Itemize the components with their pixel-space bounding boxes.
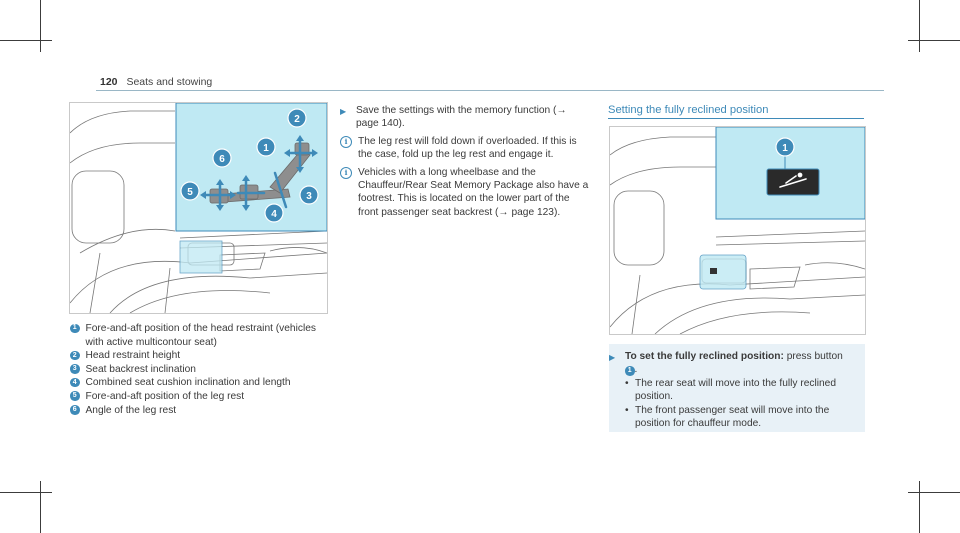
legend-text: Angle of the leg rest — [85, 404, 177, 416]
legend-number: 3 — [70, 364, 80, 374]
recline-seat-icon — [779, 172, 807, 188]
section-title: Seats and stowing — [126, 76, 213, 88]
legend-text: Combined seat cushion inclination and le… — [85, 377, 291, 389]
legend-text: Fore-and-aft position of the head restra… — [85, 323, 316, 348]
highlight-button-area — [179, 240, 223, 274]
bullet-item: • The rear seat will move into the fully … — [625, 377, 865, 404]
bullet-text: The rear seat will move into the fully r… — [635, 377, 837, 403]
bullet-dot: • — [625, 404, 629, 416]
callout-1: 1 — [256, 137, 276, 157]
instruction-step: ▶ To set the fully reclined position: pr… — [609, 350, 865, 377]
info-icon: i — [340, 135, 352, 148]
legend-item: 2 Head restraint height — [70, 349, 330, 363]
step-text: Save the settings with the memory functi… — [356, 105, 567, 130]
legend-item: 4 Combined seat cushion inclination and l… — [70, 376, 330, 390]
crop-mark — [919, 0, 920, 52]
callout-1-label: 1 — [263, 143, 269, 154]
callout-2-label: 2 — [294, 114, 300, 125]
step-arrow-icon: ▶ — [609, 353, 616, 362]
legend-text: Fore-and-aft position of the leg rest — [85, 390, 245, 402]
callout-6-label: 6 — [219, 154, 225, 165]
recline-button — [766, 168, 820, 196]
callout-1: 1 — [775, 137, 795, 157]
legend-number: 6 — [70, 405, 80, 415]
bullet-item: • The front passenger seat will move into… — [625, 404, 865, 431]
section-rule — [608, 118, 864, 119]
seat-illustration: 1 2 3 4 5 6 — [70, 103, 327, 313]
middle-column: ▶ Save the settings with the memory func… — [340, 104, 590, 223]
step-arrow-icon: ▶ — [340, 107, 347, 116]
header-rule — [96, 90, 884, 91]
legend-item: 1 Fore-and-aft position of the head restr… — [70, 322, 330, 349]
callout-3: 3 — [299, 185, 319, 205]
callout-6: 6 — [212, 148, 232, 168]
info-note: i The leg rest will fold down if overloa… — [340, 135, 590, 162]
page-header: 120 Seats and stowing — [100, 76, 212, 88]
callout-1-label: 1 — [782, 143, 788, 154]
callout-5-label: 5 — [187, 187, 193, 198]
info-text: The leg rest will fold down if overloade… — [358, 135, 577, 161]
legend-number: 5 — [70, 391, 80, 401]
crop-mark — [40, 481, 41, 533]
step-rest: press button — [783, 351, 843, 362]
figure-legend: 1 Fore-and-aft position of the head restr… — [70, 322, 330, 417]
legend-number: 4 — [70, 377, 80, 388]
crop-mark — [908, 492, 960, 493]
door-panel-illustration: 1 — [610, 127, 865, 334]
legend-item: 5 Fore-and-aft position of the leg rest — [70, 390, 330, 404]
callout-2: 2 — [287, 108, 307, 128]
step-number: 1 — [625, 366, 635, 376]
crop-mark — [0, 492, 52, 493]
info-icon: i — [340, 166, 352, 179]
instruction-step: ▶ Save the settings with the memory func… — [340, 104, 590, 131]
callout-4: 4 — [264, 203, 284, 223]
crop-mark — [0, 40, 52, 41]
callout-4-label: 4 — [271, 209, 277, 220]
legend-item: 6 Angle of the leg rest — [70, 404, 330, 418]
bullet-dot: • — [625, 377, 629, 389]
legend-number: 1 — [70, 323, 80, 333]
bullet-text: The front passenger seat will move into … — [635, 404, 830, 430]
legend-item: 3 Seat backrest inclination — [70, 363, 330, 377]
reclined-position-figure: 1 — [609, 126, 866, 335]
seat-adjustment-figure: 1 2 3 4 5 6 — [69, 102, 328, 314]
step-text: To set the fully reclined position: pres… — [625, 350, 843, 377]
step-bold: To set the fully reclined position: — [625, 351, 784, 362]
section-heading: Setting the fully reclined position — [608, 104, 769, 116]
page-number: 120 — [100, 76, 118, 88]
legend-text: Head restraint height — [85, 350, 181, 362]
crop-mark — [40, 0, 41, 52]
instruction-panel: ▶ To set the fully reclined position: pr… — [609, 344, 865, 432]
callout-5: 5 — [180, 181, 200, 201]
crop-mark — [908, 40, 960, 41]
info-note: i Vehicles with a long wheelbase and the… — [340, 166, 590, 220]
info-text: Vehicles with a long wheelbase and the C… — [358, 166, 589, 218]
callout-3-label: 3 — [306, 191, 312, 202]
crop-mark — [919, 481, 920, 533]
legend-number: 2 — [70, 350, 80, 361]
button-panel-highlight — [699, 254, 747, 290]
legend-text: Seat backrest inclination — [85, 363, 196, 375]
step-end: . — [634, 364, 638, 376]
